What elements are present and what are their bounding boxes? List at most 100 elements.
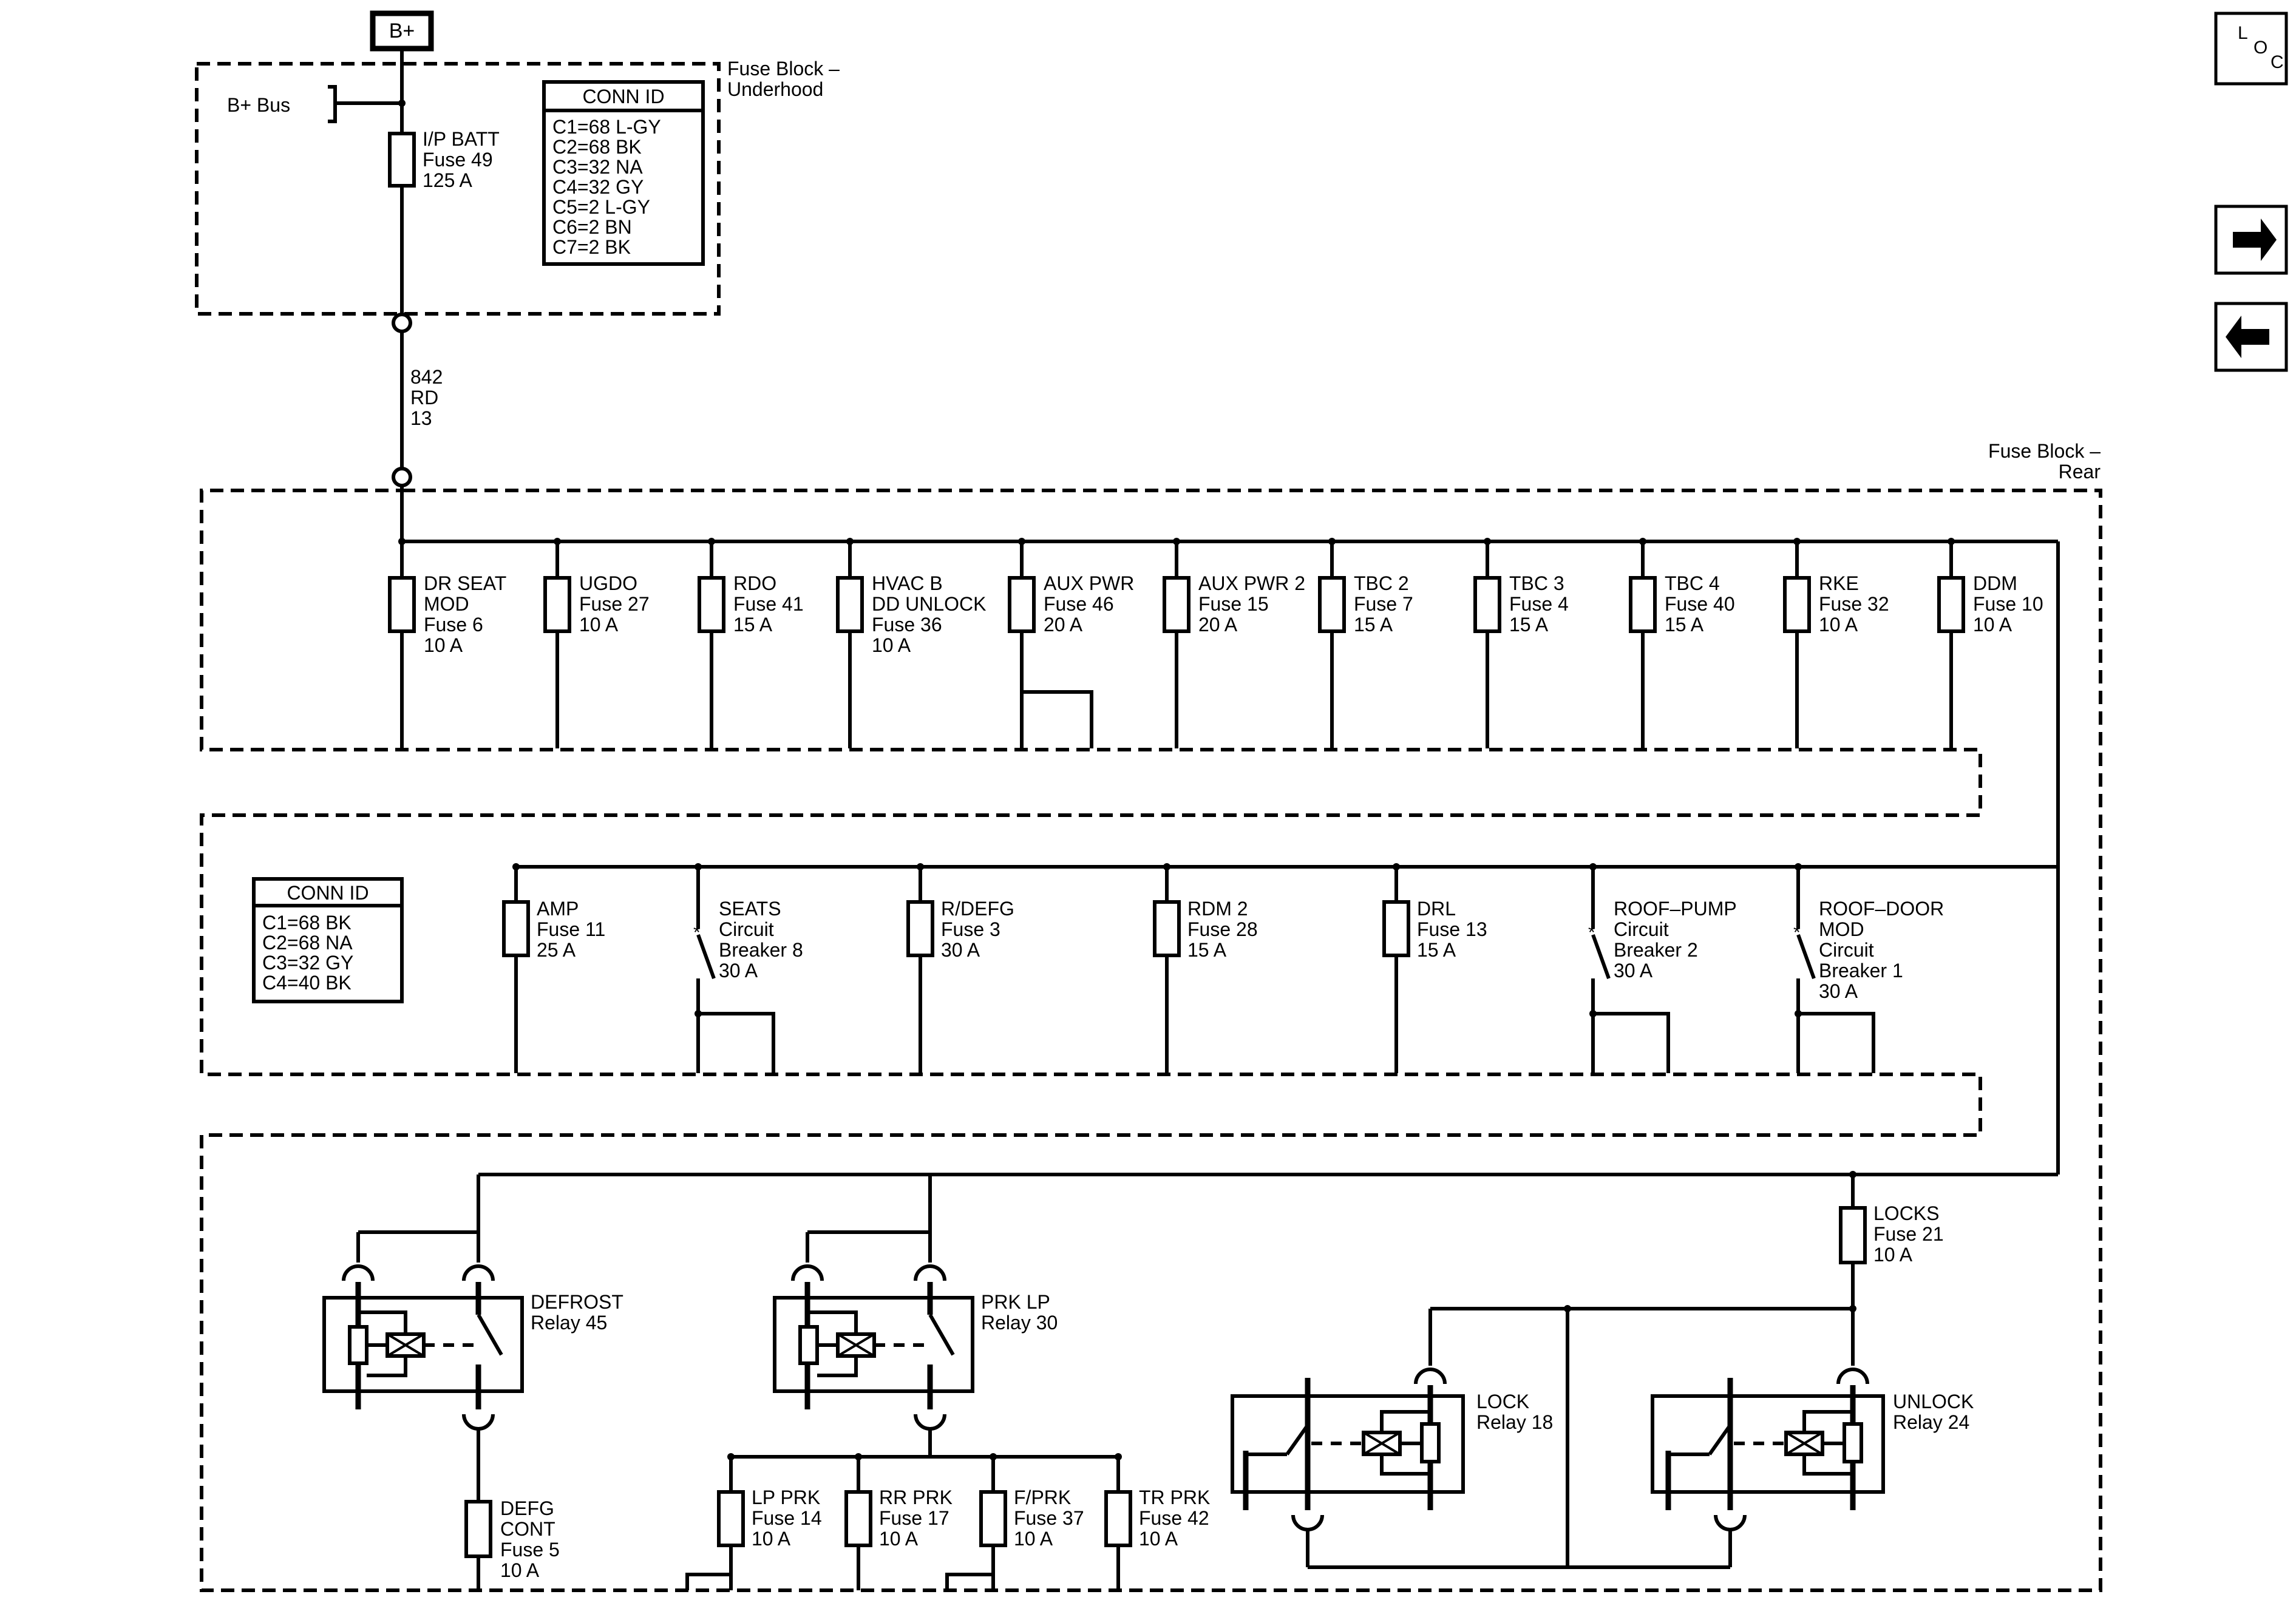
back-button[interactable] — [2214, 302, 2288, 372]
fuse-label: Fuse 14 — [752, 1507, 822, 1529]
relay-label: Relay 18 — [1476, 1411, 1553, 1433]
fuse-ipbatt: I/P BATT Fuse 49 125 A — [388, 128, 500, 191]
fuse-label: TBC 2 — [1354, 572, 1409, 594]
conn-row: C3=32 GY — [262, 952, 353, 974]
fuse-label: RKE — [1819, 572, 1859, 594]
fuse-label: 10 A — [1973, 614, 2012, 636]
conn-row: C3=32 NA — [552, 156, 643, 178]
fuse-label: Fuse 41 — [733, 593, 804, 615]
fuse-label: AUX PWR — [1044, 572, 1134, 594]
loc-letter: C — [2271, 52, 2284, 72]
ipbatt-line-1: I/P BATT — [423, 128, 500, 150]
fuse-label: Fuse 46 — [1044, 593, 1114, 615]
fuse-label: Circuit — [1819, 939, 1874, 961]
loc-button[interactable]: L O C — [2214, 12, 2288, 86]
underhood-title-2: Underhood — [727, 78, 823, 100]
conn-id-underhood-title: CONN ID — [582, 86, 664, 107]
fuse-label: 10 A — [752, 1528, 791, 1550]
relay-lock: LOCK Relay 18 — [1231, 1368, 1553, 1567]
fuse-label: LOCKS — [1873, 1202, 1939, 1224]
conn-row: C5=2 L-GY — [552, 196, 650, 218]
underhood-title-1: Fuse Block – — [727, 58, 840, 80]
bus-label: B+ Bus — [227, 94, 290, 116]
conn-id-underhood-table: CONN ID C1=68 L-GY C2=68 BK C3=32 NA C4=… — [542, 80, 705, 266]
fuse-label: Breaker 2 — [1614, 939, 1698, 961]
fuse-label: R/DEFG — [941, 898, 1014, 920]
fuse-locks: LOCKS Fuse 21 10 A — [1839, 1171, 1944, 1366]
fuse-label: Circuit — [719, 918, 774, 940]
ipbatt-line-3: 125 A — [423, 169, 473, 191]
fuse-label: 15 A — [1187, 939, 1227, 961]
fuse-label: Fuse 15 — [1198, 593, 1269, 615]
fuse-label: Fuse 36 — [872, 614, 942, 636]
fuse-label: LP PRK — [752, 1486, 820, 1508]
fuse-label: Fuse 17 — [879, 1507, 949, 1529]
loc-letter: O — [2254, 38, 2267, 58]
fuse-block-underhood — [195, 62, 721, 316]
forward-button[interactable] — [2214, 205, 2288, 275]
fuse-label: 10 A — [579, 614, 619, 636]
relay-label: LOCK — [1476, 1391, 1529, 1412]
fuse-label: MOD — [424, 593, 469, 615]
fuse-label: Fuse 42 — [1139, 1507, 1209, 1529]
conn-row: C6=2 BN — [552, 216, 632, 238]
fuse-label: Fuse 32 — [1819, 593, 1889, 615]
wire-label: RD — [410, 387, 438, 408]
rear-title-1: Fuse Block – — [1988, 440, 2101, 462]
fuse-label: DR SEAT — [424, 572, 506, 594]
fuse-label: 20 A — [1044, 614, 1083, 636]
bplus-bus: B+ Bus — [227, 85, 406, 123]
fuse-label: TBC 4 — [1665, 572, 1720, 594]
fuse-label: DD UNLOCK — [872, 593, 986, 615]
fuse-label: Fuse 13 — [1417, 918, 1487, 940]
fuse-label: Fuse 6 — [424, 614, 483, 636]
fuse-label: RDM 2 — [1187, 898, 1248, 920]
fuse-label: F/PRK — [1014, 1486, 1071, 1508]
fuse-label: SEATS — [719, 898, 781, 920]
fuse-label: 30 A — [1614, 960, 1653, 981]
relay-label: Relay 30 — [981, 1312, 1058, 1334]
fuse-label: 25 A — [537, 939, 576, 961]
fuse-label: 30 A — [719, 960, 758, 981]
fuse-label: Breaker 8 — [719, 939, 803, 961]
fuse-label: Circuit — [1614, 918, 1669, 940]
fuse-label: RDO — [733, 572, 776, 594]
fuse-label: 30 A — [1819, 980, 1858, 1002]
power-source-bplus: B+ — [370, 10, 434, 52]
fuse-label: ROOF–DOOR — [1819, 898, 1944, 920]
fuse-label: Fuse 37 — [1014, 1507, 1084, 1529]
arrow-left-icon — [2226, 316, 2269, 358]
conn-row: C2=68 BK — [552, 136, 642, 158]
conn-id-rear-table: CONN ID C1=68 BK C2=68 NA C3=32 GY C4=40… — [252, 877, 404, 1003]
fuse-label: TR PRK — [1139, 1486, 1210, 1508]
fuse-label: CONT — [500, 1518, 555, 1540]
relay-unlock: UNLOCK Relay 24 — [1651, 1368, 1974, 1567]
fuse-label: 15 A — [1354, 614, 1393, 636]
fuse-label: HVAC B — [872, 572, 943, 594]
wire-label: 842 — [410, 366, 443, 388]
fuse-label: 30 A — [941, 939, 980, 961]
fuse-label: Fuse 7 — [1354, 593, 1413, 615]
fuse-label: Fuse 4 — [1509, 593, 1569, 615]
fuse-label: Fuse 5 — [500, 1539, 560, 1561]
fuse-label: 10 A — [424, 634, 463, 656]
fuse-label: 10 A — [500, 1559, 540, 1581]
relay-label: Relay 24 — [1893, 1411, 1969, 1433]
